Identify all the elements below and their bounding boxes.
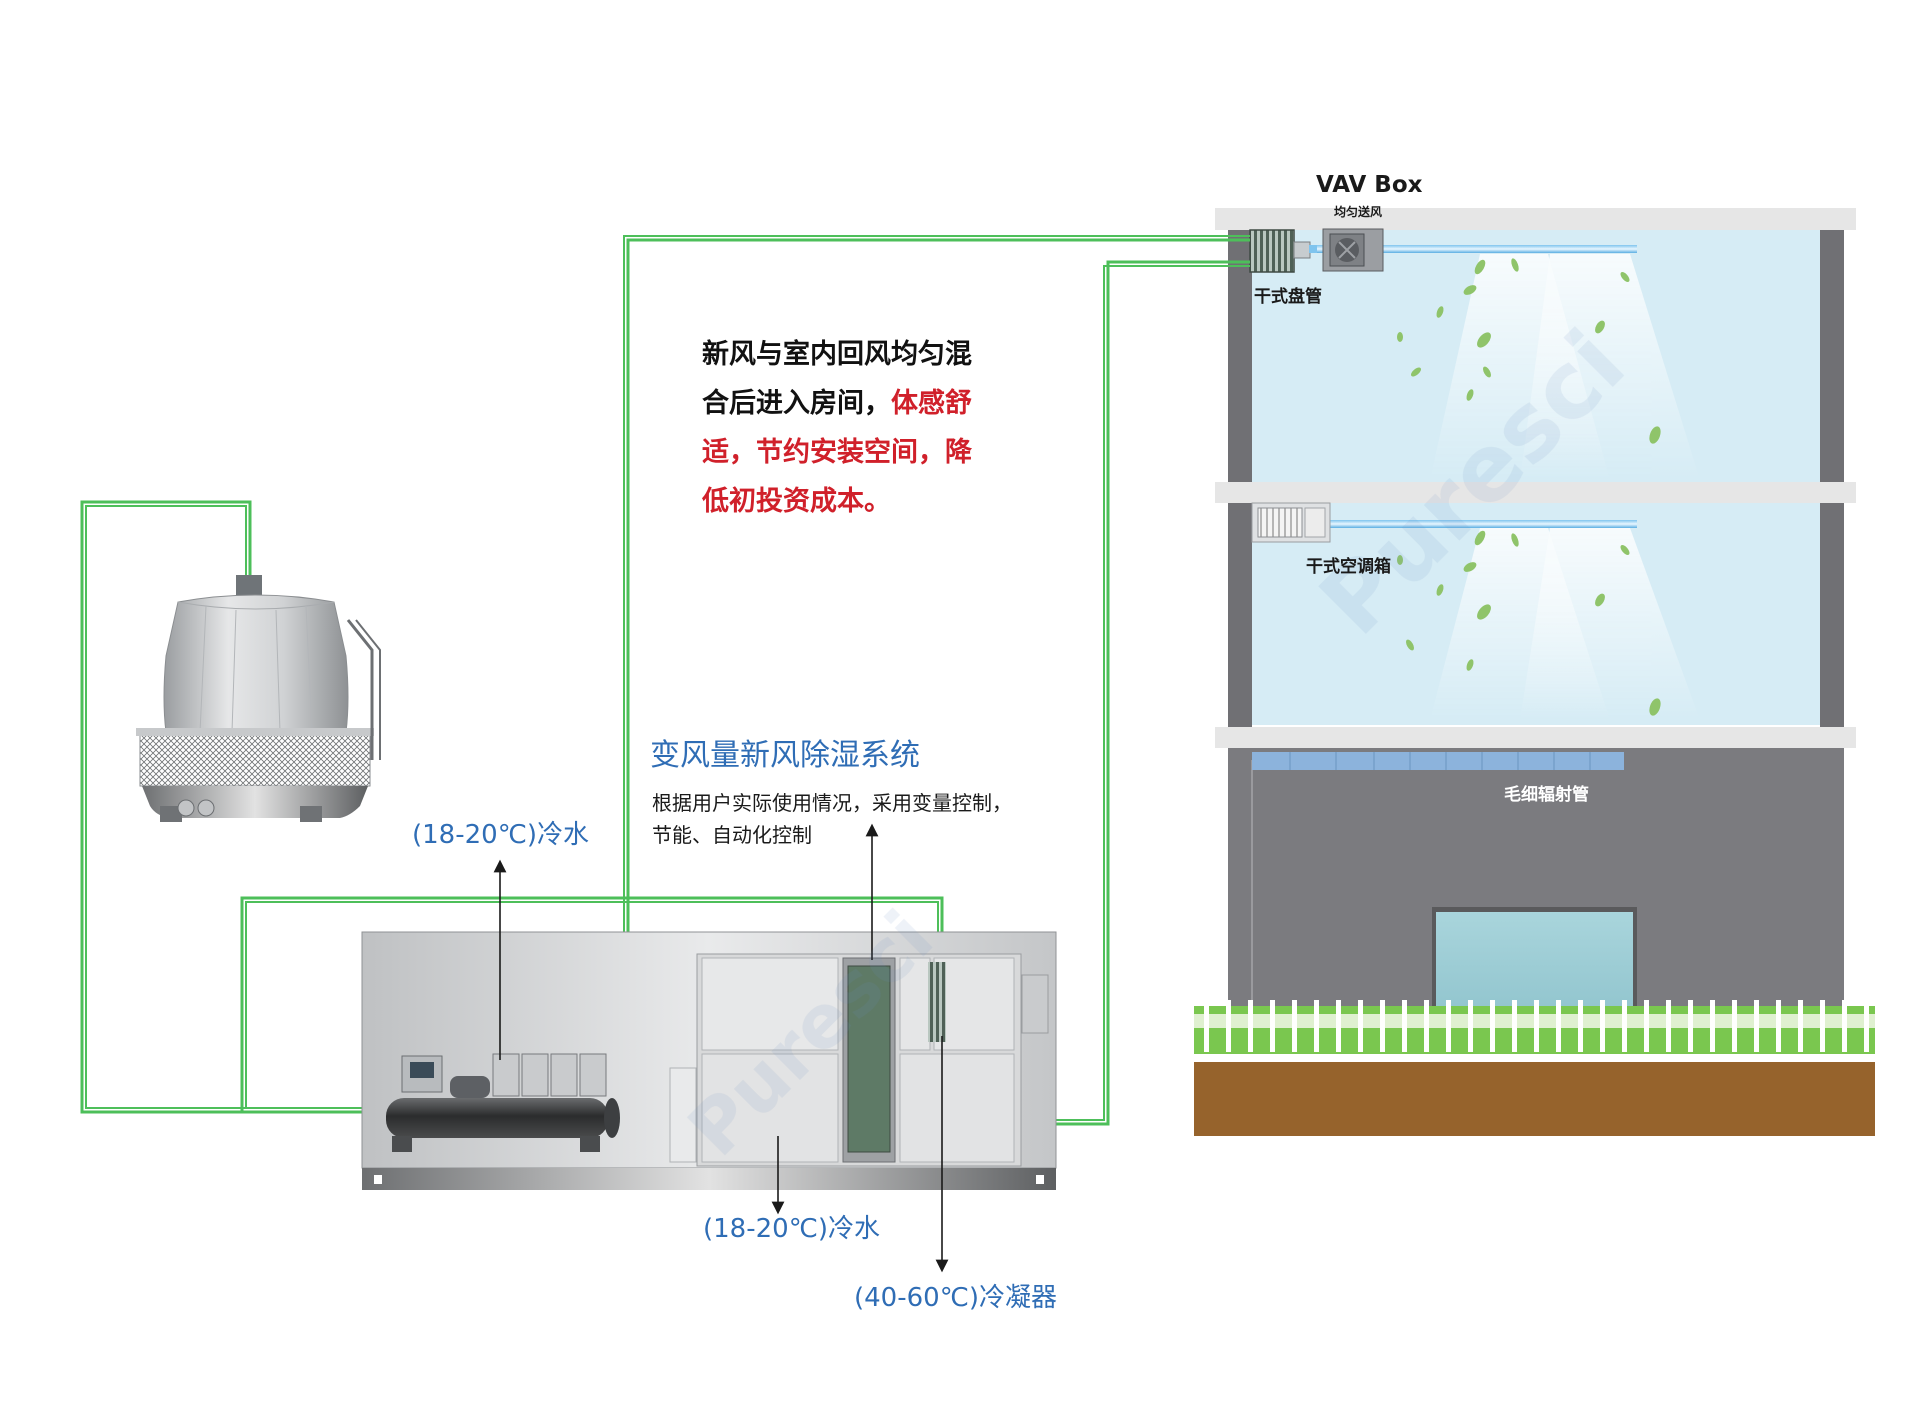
capillary-label: 毛细辐射管 <box>1504 785 1589 805</box>
air-handling-unit <box>669 953 1049 1167</box>
benefit-callout: 新风与室内回风均匀混 合后进入房间，体感舒 适，节约安装空间，降 低初投资成本。 <box>702 330 972 526</box>
cooling-tower <box>136 575 381 822</box>
callout-line-1: 新风与室内回风均匀混 <box>702 339 972 370</box>
floating-leaves <box>1397 258 1661 716</box>
floor-slab-2 <box>1215 482 1856 503</box>
air-flow-beams <box>1430 254 1700 720</box>
callout-line-2-red: 体感舒 <box>891 388 972 419</box>
dry-ahu-label: 干式空调箱 <box>1306 557 1391 577</box>
vav-box-label: VAV Box <box>1316 172 1423 198</box>
system-title: 变风量新风除湿系统 <box>650 738 920 773</box>
cabinet-base <box>362 1168 1056 1190</box>
pipe-tower-loop-inner <box>85 505 382 1109</box>
soil <box>1194 1062 1875 1136</box>
floor-slab-1 <box>1215 727 1856 748</box>
pipe-chiller-ahu-outer <box>240 896 944 1114</box>
chilled-water-top-label: (18-20℃)冷水 <box>412 820 590 850</box>
equipment-cabinet <box>361 931 1057 1190</box>
callout-line-4: 低初投资成本。 <box>702 486 891 517</box>
ground <box>1194 1000 1875 1136</box>
tower-motor <box>236 575 262 595</box>
system-desc-line-2: 节能、自动化控制 <box>652 823 812 847</box>
uniform-supply-label: 均匀送风 <box>1334 205 1383 219</box>
capillary-tubes <box>1252 752 1624 770</box>
entrance-glass <box>1436 912 1633 1007</box>
callout-line-2: 合后进入房间，体感舒 <box>702 379 972 428</box>
flow-arrows <box>493 823 949 1273</box>
supply-duct-upper <box>1315 245 1637 253</box>
pipe-return-inner <box>1055 265 1250 1121</box>
pipe-tower-loop-outer <box>80 500 382 1114</box>
condenser-label: (40-60℃)冷凝器 <box>854 1283 1058 1313</box>
chilled-water-bottom-label: (18-20℃)冷水 <box>703 1214 881 1244</box>
callout-line-2-black: 合后进入房间， <box>702 388 891 419</box>
roof-slab <box>1215 208 1856 230</box>
vav-box-unit <box>1322 228 1384 272</box>
pipe-return-outer <box>1055 260 1250 1126</box>
dry-coil-unit <box>1249 229 1317 273</box>
callout-line-3: 适，节约安装空间，降 <box>702 437 972 468</box>
system-desc-line-1: 根据用户实际使用情况，采用变量控制， <box>652 791 1012 815</box>
chiller-unit <box>386 1053 620 1152</box>
supply-duct-middle <box>1320 520 1637 528</box>
dry-ahu-unit <box>1251 502 1331 543</box>
tower-mesh <box>139 731 371 787</box>
dry-coil-label: 干式盘管 <box>1254 287 1322 307</box>
pipe-chiller-ahu-inner <box>245 901 939 1109</box>
